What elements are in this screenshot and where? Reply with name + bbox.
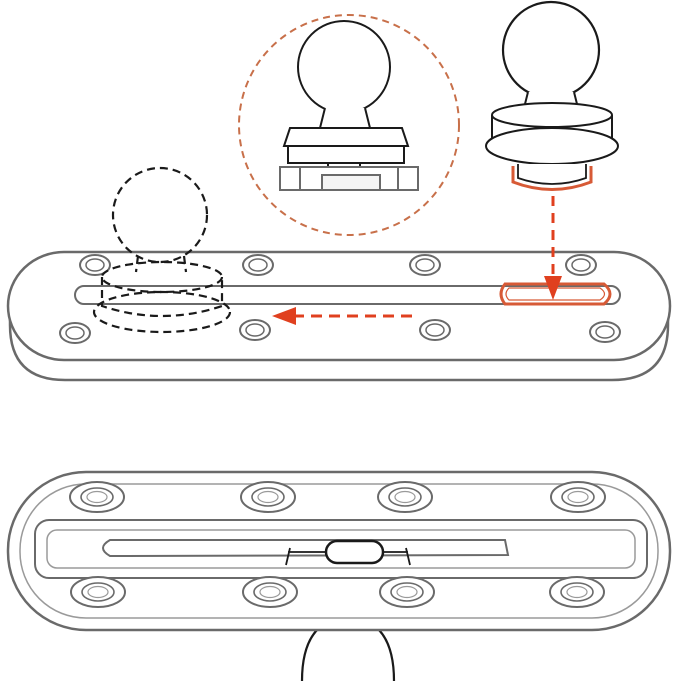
mount-flange — [485, 127, 619, 165]
bottom-plate-slot — [102, 539, 510, 558]
top-plate-hole — [409, 254, 441, 276]
bottom-plate-hole — [377, 481, 433, 513]
bottom-track-plate — [6, 470, 672, 681]
ball-mount — [485, 0, 619, 300]
bottom-mount-clip — [324, 539, 385, 565]
slide-left-arrow — [272, 307, 412, 325]
top-plate-hole — [59, 322, 91, 344]
insertion-slot-highlight — [499, 282, 612, 306]
insertion-slot-highlight-inner — [505, 287, 606, 301]
inset-track-channel — [321, 174, 381, 191]
bottom-plate-hole — [549, 576, 605, 608]
ball — [501, 0, 601, 100]
inset-track-section — [279, 166, 419, 191]
bottom-plate-channel-inner — [46, 529, 636, 569]
top-plate-hole — [239, 319, 271, 341]
inset-neck — [318, 107, 372, 129]
top-plate-hole — [589, 321, 621, 343]
inset-base-lower — [287, 145, 405, 164]
top-plate-slot — [74, 285, 621, 305]
inset-ball-mount — [282, 20, 410, 176]
bottom-plate-hole — [69, 481, 125, 513]
top-plate-hole — [419, 319, 451, 341]
bottom-plate-hole — [379, 576, 435, 608]
bottom-plate-hole — [242, 576, 298, 608]
top-plate-hole — [242, 254, 274, 276]
bottom-plate-holes — [69, 481, 606, 608]
top-track-plate — [6, 166, 672, 382]
mount-key-highlight — [511, 166, 593, 191]
inset-base-plate — [282, 127, 410, 147]
top-plate-hole — [79, 254, 111, 276]
top-plate-holes — [59, 254, 621, 344]
bottom-plate-hole — [240, 481, 296, 513]
bottom-plate-inner — [19, 483, 659, 619]
ghost-ball-mount — [92, 166, 232, 334]
top-plate-hole — [565, 254, 597, 276]
inset-ball — [297, 20, 391, 114]
insert-down-arrow — [544, 196, 562, 300]
detail-inset — [238, 14, 460, 236]
ghost-base-side — [100, 277, 224, 318]
ghost-neck — [134, 255, 188, 273]
bottom-plate-hole — [70, 576, 126, 608]
mount-key — [517, 164, 587, 185]
ghost-base-bottom — [92, 290, 232, 334]
mount-base-top — [491, 102, 613, 128]
bottom-plate-hole — [550, 481, 606, 513]
ghost-base-top — [100, 260, 224, 294]
top-plate-surface — [6, 250, 672, 362]
ghost-ball — [111, 166, 209, 264]
